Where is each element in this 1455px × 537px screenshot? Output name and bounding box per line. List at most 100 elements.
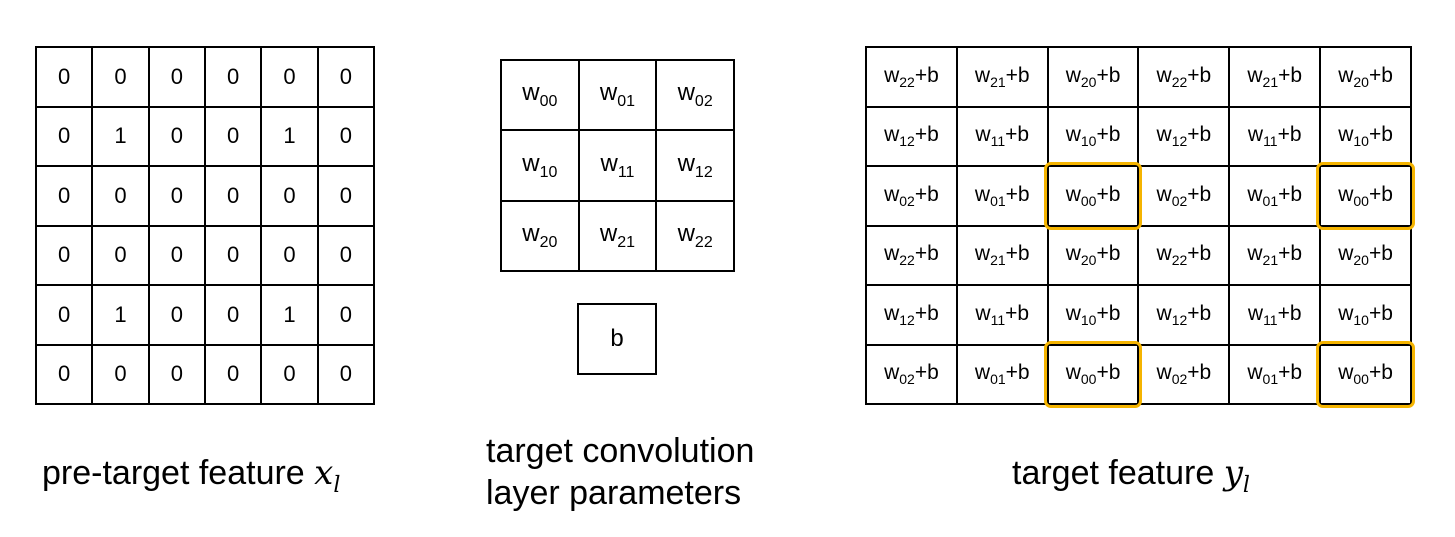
- output-cell: w02+b: [1137, 165, 1231, 227]
- input-cell: 0: [203, 284, 263, 346]
- output-weight-subscript: 10: [1080, 311, 1097, 328]
- output-bias-term: +b: [1005, 63, 1030, 87]
- symbol-y: y: [1223, 453, 1243, 493]
- output-weight-symbol: w: [974, 63, 991, 87]
- weight-symbol: w: [677, 219, 695, 247]
- output-weight-symbol: w: [1247, 301, 1264, 325]
- output-weight-subscript: 11: [990, 311, 1006, 328]
- output-weight-subscript: 22: [1171, 252, 1188, 269]
- weight-subscript: 11: [617, 163, 635, 181]
- input-cell: 1: [91, 105, 150, 167]
- output-weight-symbol: w: [1338, 361, 1354, 385]
- output-bias-term: +b: [1005, 182, 1030, 206]
- bias-box: b: [577, 303, 657, 375]
- output-weight-symbol: w: [884, 301, 900, 325]
- output-bias-term: +b: [1187, 361, 1212, 385]
- target-feature-symbol: yl: [1223, 453, 1250, 498]
- output-cell: w11+b: [1228, 105, 1322, 167]
- conv-params-caption-line1: target convolution: [486, 432, 755, 470]
- output-cell: w11+b: [955, 284, 1049, 346]
- output-weight-symbol: w: [975, 301, 991, 325]
- output-weight-subscript: 00: [1353, 371, 1369, 388]
- output-bias-term: +b: [1005, 301, 1030, 325]
- input-cell: 0: [91, 165, 150, 227]
- output-cell: w01+b: [1228, 343, 1322, 405]
- bias-label: b: [610, 325, 624, 352]
- output-weight-symbol: w: [1065, 242, 1081, 266]
- weight-cell: w02: [655, 58, 735, 132]
- output-bias-term: +b: [1187, 182, 1212, 206]
- output-cell: w00+b: [1316, 162, 1415, 230]
- output-weight-symbol: w: [1338, 242, 1354, 266]
- output-bias-term: +b: [1277, 301, 1302, 325]
- weight-cell: w00: [500, 58, 580, 132]
- input-cell: 0: [260, 46, 319, 108]
- output-bias-term: +b: [1277, 123, 1302, 147]
- weight-subscript: 10: [539, 163, 558, 181]
- output-weight-symbol: w: [884, 123, 900, 147]
- output-weight-subscript: 01: [990, 192, 1006, 209]
- weight-cell: w11: [577, 129, 658, 202]
- output-cell: w22+b: [865, 224, 958, 286]
- output-weight-subscript: 22: [899, 73, 915, 90]
- weight-subscript: 21: [617, 233, 636, 251]
- output-weight-subscript: 21: [990, 73, 1006, 90]
- pre-target-feature-caption: pre-target feature xl: [42, 452, 340, 507]
- output-bias-term: +b: [1368, 182, 1393, 206]
- output-weight-symbol: w: [1065, 301, 1081, 325]
- input-cell: 0: [260, 343, 319, 405]
- conv-params-caption-line2: layer parameters: [486, 474, 742, 512]
- output-weight-symbol: w: [975, 123, 991, 147]
- input-cell: 0: [316, 105, 376, 167]
- output-weight-subscript: 01: [1262, 192, 1279, 209]
- output-bias-term: +b: [1368, 242, 1393, 266]
- output-weight-symbol: w: [1156, 242, 1172, 266]
- output-cell: w02+b: [1137, 343, 1231, 405]
- output-cell: w22+b: [1137, 224, 1231, 286]
- output-weight-subscript: 02: [1171, 192, 1188, 209]
- output-cell: w21+b: [955, 224, 1049, 286]
- output-bias-term: +b: [1187, 63, 1212, 87]
- output-weight-subscript: 02: [899, 192, 915, 209]
- output-weight-symbol: w: [1065, 361, 1081, 385]
- input-cell: 0: [316, 343, 376, 405]
- output-cell: w10+b: [1319, 105, 1412, 167]
- input-cell: 1: [260, 105, 319, 167]
- input-cell: 0: [34, 224, 94, 286]
- symbol-x: x: [314, 453, 334, 493]
- weight-cell: w21: [577, 199, 658, 273]
- output-cell: w22+b: [865, 46, 958, 108]
- output-weight-symbol: w: [974, 182, 991, 206]
- output-weight-symbol: w: [884, 361, 900, 385]
- output-weight-subscript: 00: [1080, 371, 1097, 388]
- output-cell: w12+b: [865, 284, 958, 346]
- input-cell: 0: [34, 105, 94, 167]
- weight-symbol: w: [522, 79, 540, 107]
- output-bias-term: +b: [1096, 242, 1121, 266]
- output-cell: w10+b: [1319, 284, 1412, 346]
- output-weight-symbol: w: [884, 63, 900, 87]
- input-cell: 0: [260, 224, 319, 286]
- weight-subscript: 22: [694, 233, 713, 251]
- output-cell: w01+b: [955, 165, 1049, 227]
- output-cell: w01+b: [955, 343, 1049, 405]
- input-cell: 0: [260, 165, 319, 227]
- output-bias-term: +b: [1096, 123, 1121, 147]
- output-bias-term: +b: [1096, 182, 1121, 206]
- output-weight-subscript: 20: [1080, 252, 1097, 269]
- output-cell: w20+b: [1046, 46, 1140, 108]
- output-bias-term: +b: [914, 182, 939, 206]
- output-weight-subscript: 10: [1080, 133, 1097, 150]
- output-weight-symbol: w: [1156, 182, 1172, 206]
- output-bias-term: +b: [1096, 301, 1121, 325]
- output-cell: w12+b: [1137, 284, 1231, 346]
- output-bias-term: +b: [914, 123, 939, 147]
- output-cell: w21+b: [1228, 224, 1322, 286]
